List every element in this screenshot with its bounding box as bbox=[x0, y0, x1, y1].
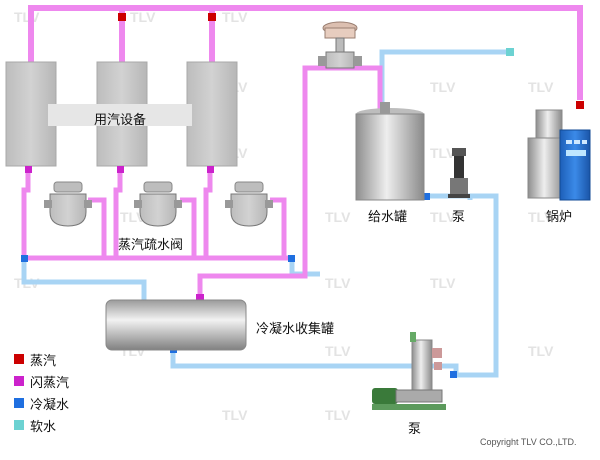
copyright-text: Copyright TLV CO.,LTD. bbox=[480, 437, 577, 447]
condensate-pump-icon bbox=[372, 332, 446, 410]
pump-label-bottom: 泵 bbox=[408, 422, 422, 437]
legend-label-flash-steam: 闪蒸汽 bbox=[30, 375, 70, 391]
boiler-label: 锅炉 bbox=[546, 210, 573, 225]
legend-item-flash-steam: 闪蒸汽 bbox=[14, 370, 69, 392]
steam-equipment bbox=[5, 61, 238, 167]
legend-swatch-steam bbox=[14, 354, 24, 364]
legend-swatch-condensate bbox=[14, 398, 24, 408]
trap-drain-pipes bbox=[21, 166, 292, 261]
svg-text:TLV: TLV bbox=[430, 275, 456, 291]
feedwater-tank bbox=[355, 102, 425, 201]
svg-text:TLV: TLV bbox=[325, 343, 351, 359]
condensate-tank-label: 冷凝水收集罐 bbox=[256, 322, 335, 337]
svg-text:TLV: TLV bbox=[528, 209, 554, 225]
legend-item-steam: 蒸汽 bbox=[14, 348, 69, 370]
control-valve-icon bbox=[318, 21, 362, 69]
trap-outlet-markers bbox=[25, 166, 214, 173]
steam-markers bbox=[118, 13, 584, 109]
svg-text:TLV: TLV bbox=[528, 79, 554, 95]
svg-text:TLV: TLV bbox=[222, 9, 248, 25]
svg-text:TLV: TLV bbox=[14, 9, 40, 25]
svg-text:TLV: TLV bbox=[130, 9, 156, 25]
svg-text:TLV: TLV bbox=[528, 343, 554, 359]
pump-label-top: 泵 bbox=[452, 210, 466, 225]
legend-item-condensate: 冷凝水 bbox=[14, 392, 69, 414]
svg-text:TLV: TLV bbox=[325, 209, 351, 225]
legend-item-soft-water: 软水 bbox=[14, 414, 69, 436]
svg-text:TLV: TLV bbox=[325, 275, 351, 291]
legend-swatch-flash-steam bbox=[14, 376, 24, 386]
steam-traps-label: 蒸汽疏水阀 bbox=[118, 238, 184, 253]
soft-water-inlet bbox=[506, 48, 514, 56]
legend-label-soft-water: 软水 bbox=[30, 419, 57, 435]
feedwater-tank-label: 给水罐 bbox=[368, 210, 408, 225]
svg-text:TLV: TLV bbox=[222, 407, 248, 423]
svg-text:TLV: TLV bbox=[430, 209, 456, 225]
steam-equipment-label: 用汽设备 bbox=[94, 113, 147, 128]
boiler bbox=[527, 109, 591, 201]
svg-text:TLV: TLV bbox=[430, 79, 456, 95]
svg-text:TLV: TLV bbox=[430, 145, 456, 161]
feed-pump-icon bbox=[448, 148, 470, 198]
flash-steam-pipes bbox=[197, 65, 383, 300]
legend-swatch-soft-water bbox=[14, 420, 24, 430]
steam-trap-icons bbox=[44, 181, 273, 227]
legend: 蒸汽 闪蒸汽 冷凝水 软水 bbox=[14, 348, 69, 436]
condensate-tank bbox=[105, 299, 247, 351]
legend-label-condensate: 冷凝水 bbox=[30, 397, 70, 413]
legend-label-steam: 蒸汽 bbox=[30, 353, 57, 369]
flash-steam-marker bbox=[196, 294, 204, 302]
svg-text:TLV: TLV bbox=[325, 407, 351, 423]
